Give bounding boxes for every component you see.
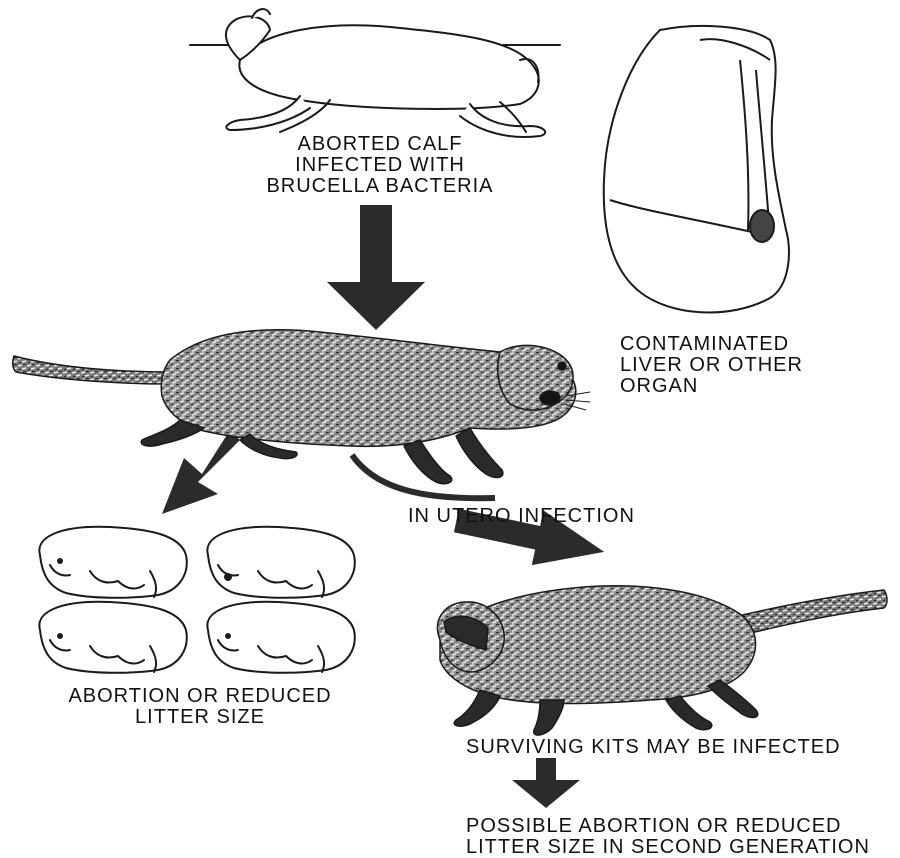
liver-label-line-2: LIVER OR OTHER — [620, 355, 860, 376]
aborted-calf-drawing — [190, 9, 560, 137]
aborted-fetus-drawing — [39, 527, 186, 598]
abortion-label-line-1: ABORTION OR REDUCED — [50, 686, 350, 707]
infected-mink-drawing — [13, 330, 590, 484]
liver-organ-drawing — [604, 26, 789, 313]
second-generation-label-line-2: LITTER SIZE IN SECOND GENERATION — [466, 837, 896, 858]
aborted-fetus-drawing — [207, 527, 354, 598]
liver-label-line-1: CONTAMINATED — [620, 334, 860, 355]
calf-label-line-1: ABORTED CALF — [250, 134, 510, 155]
aborted-fetuses-group — [39, 527, 354, 673]
aborted-fetus-drawing — [39, 602, 186, 673]
calf-label: ABORTED CALF INFECTED WITH BRUCELLA BACT… — [250, 134, 510, 197]
abortion-label-line-2: LITTER SIZE — [50, 707, 350, 728]
surviving-kits-label: SURVIVING KITS MAY BE INFECTED — [466, 737, 886, 758]
second-generation-label: POSSIBLE ABORTION OR REDUCED LITTER SIZE… — [466, 816, 896, 858]
surviving-kits-label-text: SURVIVING KITS MAY BE INFECTED — [466, 737, 886, 758]
in-utero-label: IN UTERO INFECTION — [408, 506, 688, 527]
liver-label: CONTAMINATED LIVER OR OTHER ORGAN — [620, 334, 860, 397]
surviving-kit-mink-drawing — [437, 586, 887, 735]
second-generation-label-line-1: POSSIBLE ABORTION OR REDUCED — [466, 816, 896, 837]
calf-label-line-2: INFECTED WITH — [250, 155, 510, 176]
arrow-calf-to-mink — [327, 205, 425, 330]
calf-label-line-3: BRUCELLA BACTERIA — [250, 176, 510, 197]
abortion-label: ABORTION OR REDUCED LITTER SIZE — [50, 686, 350, 728]
arrow-kits-to-second-generation — [512, 758, 580, 808]
aborted-fetus-drawing — [207, 602, 354, 673]
arrow-to-fetuses — [162, 430, 240, 514]
in-utero-label-text: IN UTERO INFECTION — [408, 506, 688, 527]
liver-label-line-3: ORGAN — [620, 376, 860, 397]
